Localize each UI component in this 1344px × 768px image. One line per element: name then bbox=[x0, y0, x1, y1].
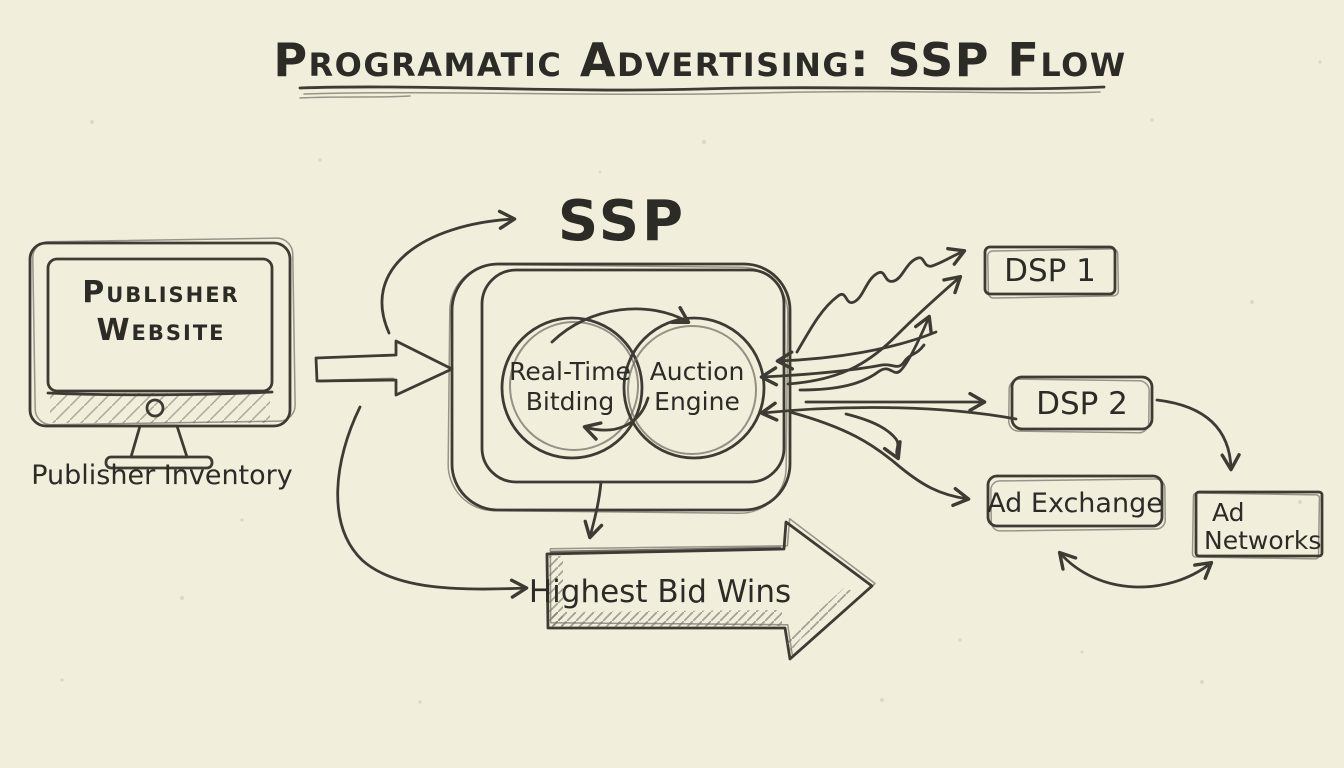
banner-label: Highest Bid Wins bbox=[529, 574, 791, 610]
title-underline bbox=[298, 85, 1106, 92]
banner-bottom-shade bbox=[552, 610, 782, 627]
block-arrow bbox=[314, 339, 454, 397]
title-underline-2 bbox=[303, 90, 1101, 96]
auction-label-2: Engine bbox=[654, 387, 740, 416]
monitor-bezel-line bbox=[46, 390, 274, 397]
arrow-ad-networks-to-ad-exchange bbox=[1057, 550, 1214, 589]
arrow-dsp1-to-ssp-return-2 bbox=[759, 343, 926, 387]
title-group: Programatic Advertising: SSP Flow bbox=[273, 33, 1126, 99]
page-title: Programatic Advertising: SSP Flow bbox=[273, 33, 1126, 87]
arrow-downward-squiggle bbox=[844, 412, 902, 461]
arrow-ssp-upward-squiggle bbox=[798, 314, 933, 392]
dsp1-box: DSP 1 bbox=[983, 245, 1120, 299]
ssp-box-outer-sketch bbox=[447, 263, 789, 515]
dsp2-label: DSP 2 bbox=[1036, 386, 1128, 422]
ssp-label: SSP bbox=[558, 189, 686, 254]
cycle-arrow-bottom bbox=[582, 396, 650, 441]
highest-bid-banner: Highest Bid Wins bbox=[529, 518, 876, 661]
arrow-left-to-banner bbox=[336, 405, 529, 599]
auction-label-1: Auction bbox=[650, 357, 745, 386]
rtb-label-1: Real-Time bbox=[509, 357, 631, 386]
dsp2-box: DSP 2 bbox=[1007, 375, 1154, 434]
flow-arrows bbox=[336, 246, 1241, 599]
banner-left-shade bbox=[549, 556, 563, 627]
ad-networks-box: Ad Networks bbox=[1191, 490, 1324, 560]
publisher-website-label-2: Website bbox=[96, 313, 225, 348]
monitor-base bbox=[104, 455, 214, 470]
ad-networks-label-2: Networks bbox=[1204, 526, 1321, 555]
publisher-inventory-caption: Publisher Inventory bbox=[31, 460, 293, 491]
paper-texture bbox=[60, 60, 1322, 704]
arrow-to-ssp-label bbox=[380, 209, 517, 335]
publisher-monitor-icon: Publisher Website Publisher Inventory bbox=[28, 237, 296, 491]
monitor-button bbox=[145, 398, 165, 418]
monitor-bezel bbox=[50, 393, 270, 423]
banner-top-edge bbox=[550, 546, 782, 554]
arrow-ssp-to-dsp1-curve bbox=[786, 274, 963, 386]
arrow-dsp2-to-ad-networks bbox=[1155, 398, 1241, 472]
publisher-website-label-1: Publisher bbox=[82, 275, 239, 310]
cycle-arrow-top bbox=[550, 306, 691, 344]
arrow-dsp2-to-ssp-return bbox=[759, 401, 1018, 422]
monitor-screen bbox=[46, 257, 274, 393]
rtb-label-2: Bitding bbox=[526, 387, 614, 416]
ssp-box-outer bbox=[450, 262, 792, 512]
arrow-dsp1-to-ssp-return-1 bbox=[775, 330, 938, 371]
auction-circle bbox=[622, 316, 766, 460]
arrow-ssp-to-dsp1-wavy bbox=[795, 246, 967, 354]
monitor-stand bbox=[129, 424, 189, 459]
block-arrow-shade bbox=[318, 377, 395, 383]
ad-exchange-label: Ad Exchange bbox=[987, 488, 1163, 519]
ssp-group: SSP Real-Time Bitding Auction Engine bbox=[380, 189, 792, 515]
ad-networks-label-1: Ad bbox=[1212, 498, 1245, 527]
dsp1-label: DSP 1 bbox=[1004, 253, 1096, 289]
rtb-circle bbox=[500, 316, 644, 460]
arrow-ssp-to-ad-exchange bbox=[788, 410, 971, 508]
banner-head-shade bbox=[786, 588, 856, 652]
ad-exchange-box: Ad Exchange bbox=[986, 474, 1166, 532]
flow-arrow-publisher-to-ssp bbox=[314, 339, 454, 397]
title-underline-3 bbox=[299, 95, 411, 99]
arrow-ssp-to-banner bbox=[583, 480, 604, 540]
